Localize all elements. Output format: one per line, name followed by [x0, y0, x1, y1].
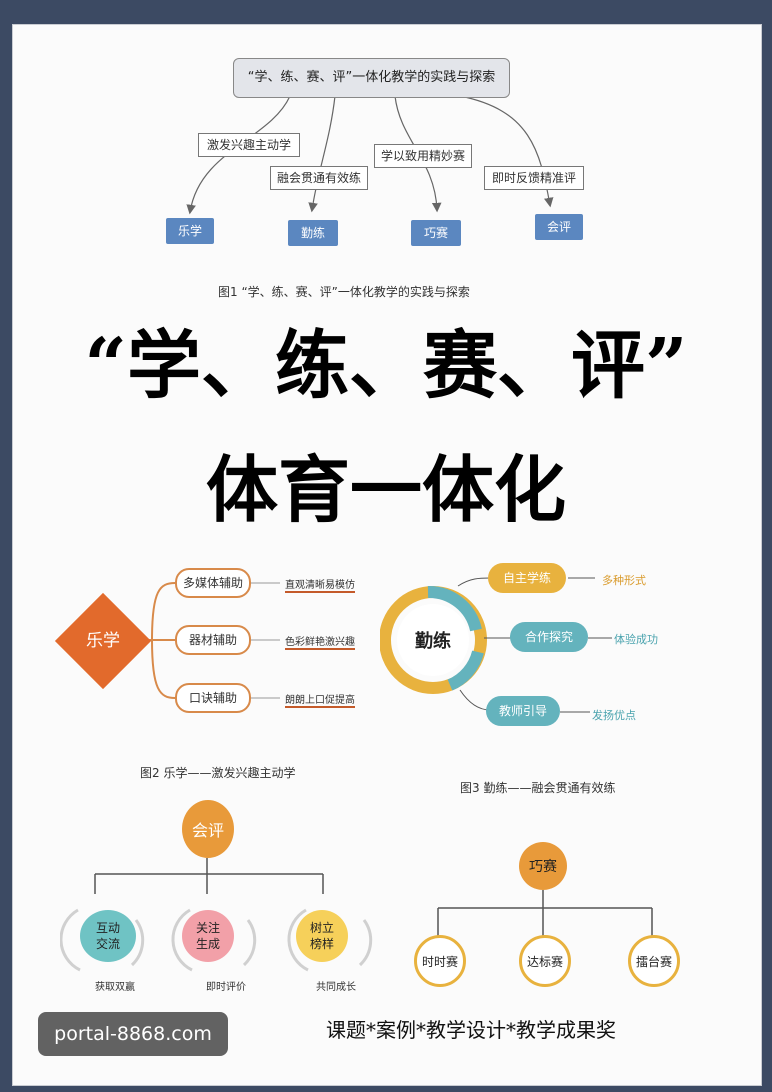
fig1-node-lexue: 乐学	[166, 218, 214, 244]
fig4-child-2-label: 关注生成	[195, 921, 220, 951]
fig4-connectors	[60, 858, 373, 972]
fig3-item-cooperation: 合作探究	[510, 622, 588, 652]
fig5-connectors	[437, 890, 653, 936]
fig4-child-model: 树立榜样	[296, 910, 348, 962]
fig1-node-qinlian: 勤练	[288, 220, 338, 246]
fig4-root: 会评	[182, 800, 234, 858]
document-page	[12, 24, 762, 1086]
fig4-note-1: 获取双赢	[95, 982, 135, 993]
headline-line-1: “学、练、赛、评”	[84, 323, 688, 409]
fig4-child-interaction: 互动交流	[80, 910, 136, 962]
footer-keywords: 课题*案例*教学设计*教学成果奖	[326, 1018, 616, 1042]
fig3-note-1: 多种形式	[602, 574, 646, 587]
fig1-label-2: 融会贯通有效练	[270, 166, 368, 190]
fig1-caption: 图1 “学、练、赛、评”一体化教学的实践与探索	[218, 285, 470, 299]
watermark-badge: portal-8868.com	[38, 1012, 228, 1056]
fig1-label-4: 即时反馈精准评	[484, 166, 584, 190]
fig2-caption: 图2 乐学——激发兴趣主动学	[140, 766, 296, 780]
fig4-child-1-label: 互动交流	[95, 921, 120, 951]
fig1-label-1: 激发兴趣主动学	[198, 133, 300, 157]
fig3-caption: 图3 勤练——融会贯通有效练	[460, 781, 616, 795]
fig1-node-qiaosai: 巧赛	[411, 220, 461, 246]
fig2-note-1: 直观清晰易模仿	[285, 576, 355, 593]
fig2-item-rhyme: 口诀辅助	[175, 683, 251, 713]
fig2-connectors	[140, 582, 280, 699]
fig5-root: 巧赛	[519, 842, 567, 890]
fig1-title-box: “学、练、赛、评”一体化教学的实践与探索	[233, 58, 510, 98]
fig2-note-3: 朗朗上口促提高	[285, 691, 355, 708]
fig2-item-multimedia: 多媒体辅助	[175, 568, 251, 598]
fig2-note-2: 色彩鲜艳激兴趣	[285, 633, 355, 650]
fig3-item-self-study: 自主学练	[488, 563, 566, 593]
footer-text: 课题*案例*教学设计*教学成果奖	[0, 1014, 772, 1043]
fig3-center: 勤练	[397, 604, 469, 676]
fig5-child-arena: 擂台赛	[628, 935, 680, 987]
headline-line-2: 体育一体化	[205, 447, 566, 532]
fig1-node-huiping: 会评	[535, 214, 583, 240]
fig1-label-3: 学以致用精妙赛	[374, 144, 472, 168]
fig4-child-attention: 关注生成	[182, 910, 234, 962]
fig3-note-2: 体验成功	[614, 633, 658, 646]
fig4-note-3: 共同成长	[316, 982, 356, 993]
fig3-connectors	[380, 577, 612, 713]
fig2-center-label: 乐学	[86, 631, 120, 651]
fig4-child-3-label: 树立榜样	[309, 921, 334, 951]
fig4-note-2: 即时评价	[206, 982, 246, 993]
fig3-note-3: 发扬优点	[592, 709, 636, 722]
fig5-child-timely: 时时赛	[414, 935, 466, 987]
fig3-item-teacher: 教师引导	[486, 696, 560, 726]
fig5-child-standard: 达标赛	[519, 935, 571, 987]
fig2-item-equipment: 器材辅助	[175, 625, 251, 655]
